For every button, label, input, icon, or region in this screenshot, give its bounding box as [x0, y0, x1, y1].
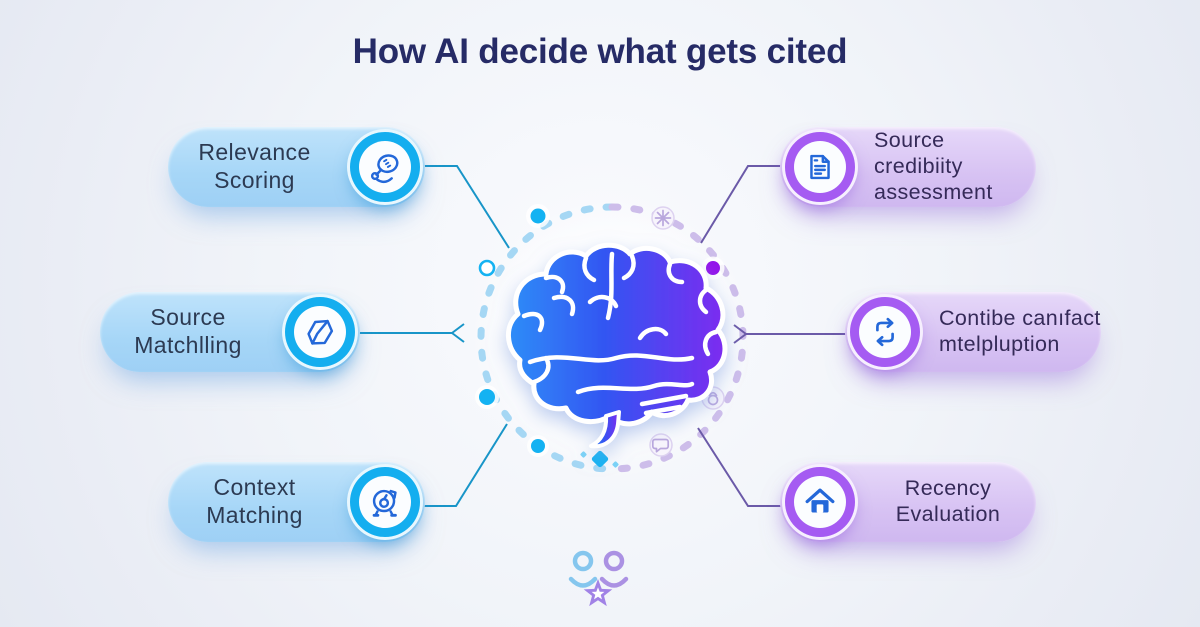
pill-label: Recency Evaluation	[874, 476, 1022, 528]
node-halo	[527, 435, 549, 457]
pill-context-matching: Context Matching	[168, 462, 425, 542]
pill-label: Source credibiity assessment	[874, 128, 1036, 205]
badge	[782, 464, 858, 540]
purple-dot-icon	[706, 261, 720, 275]
dashed-circle-left	[477, 203, 616, 473]
brain-icon	[506, 242, 728, 449]
sparkle-icon	[612, 461, 619, 468]
pill-relevance-scoring: Relevance Scoring	[168, 127, 425, 207]
pill-label: Source Matchlling	[100, 304, 276, 359]
center-glow	[470, 196, 754, 480]
connector-context	[424, 423, 508, 507]
badge	[782, 129, 858, 205]
badge	[282, 294, 358, 370]
ring-dot-icon	[478, 259, 496, 277]
connector-lines-right	[697, 165, 847, 507]
pill-recency-evaluation: Recency Evaluation	[780, 462, 1036, 542]
chat-bubble-icon	[649, 433, 673, 457]
timer-icon	[372, 489, 397, 517]
pill-label-line1: Context	[213, 474, 296, 501]
home-icon	[805, 488, 835, 513]
circle-mini-icons	[649, 206, 725, 457]
pill-label-line1: Source credibiity	[874, 128, 963, 179]
pill-source-matching: Source Matchlling	[100, 292, 360, 372]
pill-contibe-canifact: Contibe canıfact mtelpluption	[845, 292, 1101, 372]
page-title: How AI decide what gets cited	[352, 32, 848, 71]
kettlebell-icon	[701, 386, 725, 410]
pill-label-line1: Contibe canıfact	[939, 306, 1101, 331]
pill-label-line2: Evaluation	[895, 502, 1001, 526]
connector-lines-left	[358, 165, 510, 507]
pill-label-line2: assessment	[874, 179, 993, 204]
sync-icon	[876, 317, 894, 347]
dashed-circle-right	[608, 203, 747, 473]
badge	[347, 129, 423, 205]
pill-source-credibility: Source credibiity assessment	[780, 127, 1036, 207]
pill-label-line1: Relevance	[198, 139, 311, 166]
pill-label-line2: Matching	[206, 502, 303, 528]
connector-contibe	[733, 324, 847, 344]
badge	[347, 464, 423, 540]
node-halo	[526, 204, 550, 228]
connector-relevance	[424, 165, 510, 249]
connector-source-matching	[358, 323, 465, 343]
pill-label-line2: Scoring	[214, 167, 295, 193]
pill-label-line1: Source	[150, 304, 226, 331]
tag-icon	[307, 319, 334, 345]
pill-label-line2: Matchlling	[134, 332, 242, 358]
user-icon	[599, 550, 629, 588]
star-icon	[583, 579, 613, 607]
magnifier-icon	[370, 154, 399, 184]
badge	[847, 294, 923, 370]
connector-recency	[697, 427, 782, 507]
connector-credibility	[700, 165, 782, 244]
cyan-dot-icon	[531, 439, 545, 453]
node-halo	[701, 256, 725, 280]
document-icon	[810, 154, 830, 180]
snowflake-icon	[651, 206, 675, 230]
diamond-icon	[591, 450, 609, 468]
cyan-dot-icon	[479, 389, 495, 405]
pill-label: Contibe canıfact mtelpluption	[939, 306, 1101, 358]
cyan-dot-icon	[530, 208, 546, 224]
user-icon	[568, 550, 598, 588]
pill-label: Context Matching	[168, 474, 341, 529]
circle-nodes	[475, 204, 725, 468]
pill-label: Relevance Scoring	[168, 139, 341, 194]
pill-label-line2: mtelpluption	[939, 332, 1060, 356]
node-halo	[475, 385, 499, 409]
pill-label-line1: Recency	[904, 476, 992, 501]
bottom-decor	[568, 550, 629, 607]
sparkle-icon	[580, 451, 587, 458]
